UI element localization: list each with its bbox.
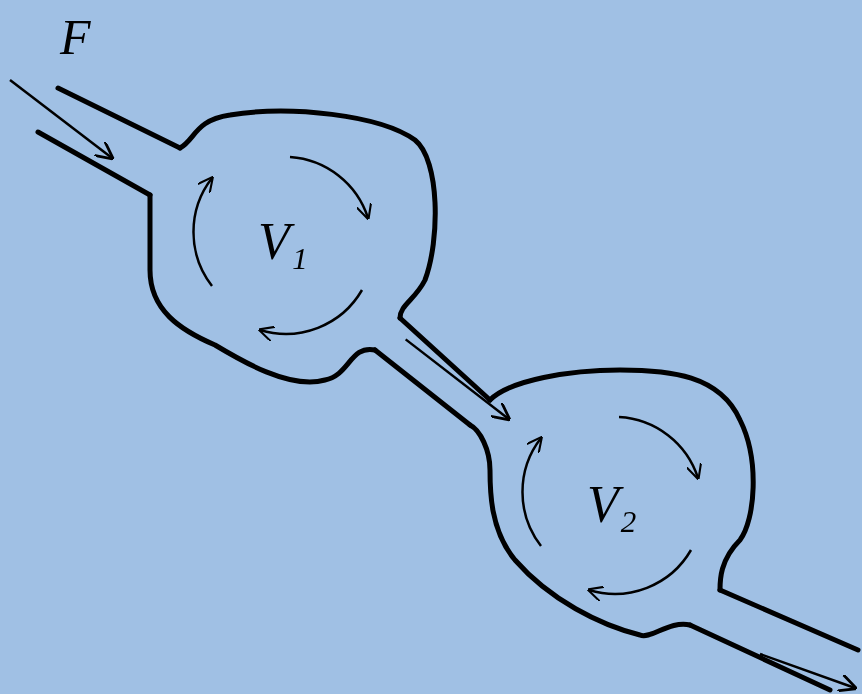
flow-arrow — [406, 339, 509, 419]
flow-label: F — [60, 12, 91, 62]
volume-label: V₁ — [258, 216, 308, 268]
tank: V₂ — [470, 360, 770, 650]
volume-label: V₂ — [587, 479, 637, 531]
tank: V₁ — [130, 105, 450, 395]
